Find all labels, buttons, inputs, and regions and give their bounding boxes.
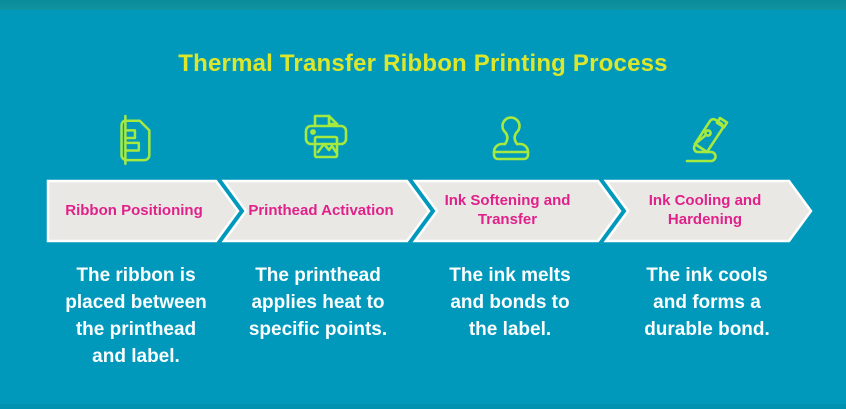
arrow-shape-2 (221, 179, 431, 243)
process-arrow-band (46, 179, 813, 243)
printer-icon (296, 108, 356, 170)
top-accent-strip (0, 0, 846, 10)
step-label-ribbon-positioning: Ribbon Positioning (65, 201, 203, 219)
step-description: The printhead applies heat to specific p… (248, 265, 388, 340)
pen-icon (676, 108, 736, 170)
bottom-accent-strip (0, 404, 846, 409)
step-description: The ink cools and forms a durable bond. (644, 265, 770, 340)
step-label-ink-cooling-hardening: Ink Cooling and Hardening (648, 192, 762, 228)
arrow-shape-1 (46, 179, 240, 243)
arrow-shape-4 (603, 179, 813, 243)
arrow-shape-3 (412, 179, 622, 243)
step-label-ink-softening-transfer: Ink Softening and Transfer (444, 192, 571, 228)
ribbon-label-icon (104, 108, 164, 170)
step-description: The ink melts and bonds to the label. (449, 265, 571, 340)
step-label-printhead-activation: Printhead Activation (248, 201, 394, 219)
stamp-icon (481, 108, 541, 170)
page-title: Thermal Transfer Ribbon Printing Process (178, 50, 668, 77)
step-description: The ribbon is placed between the printhe… (65, 265, 207, 367)
